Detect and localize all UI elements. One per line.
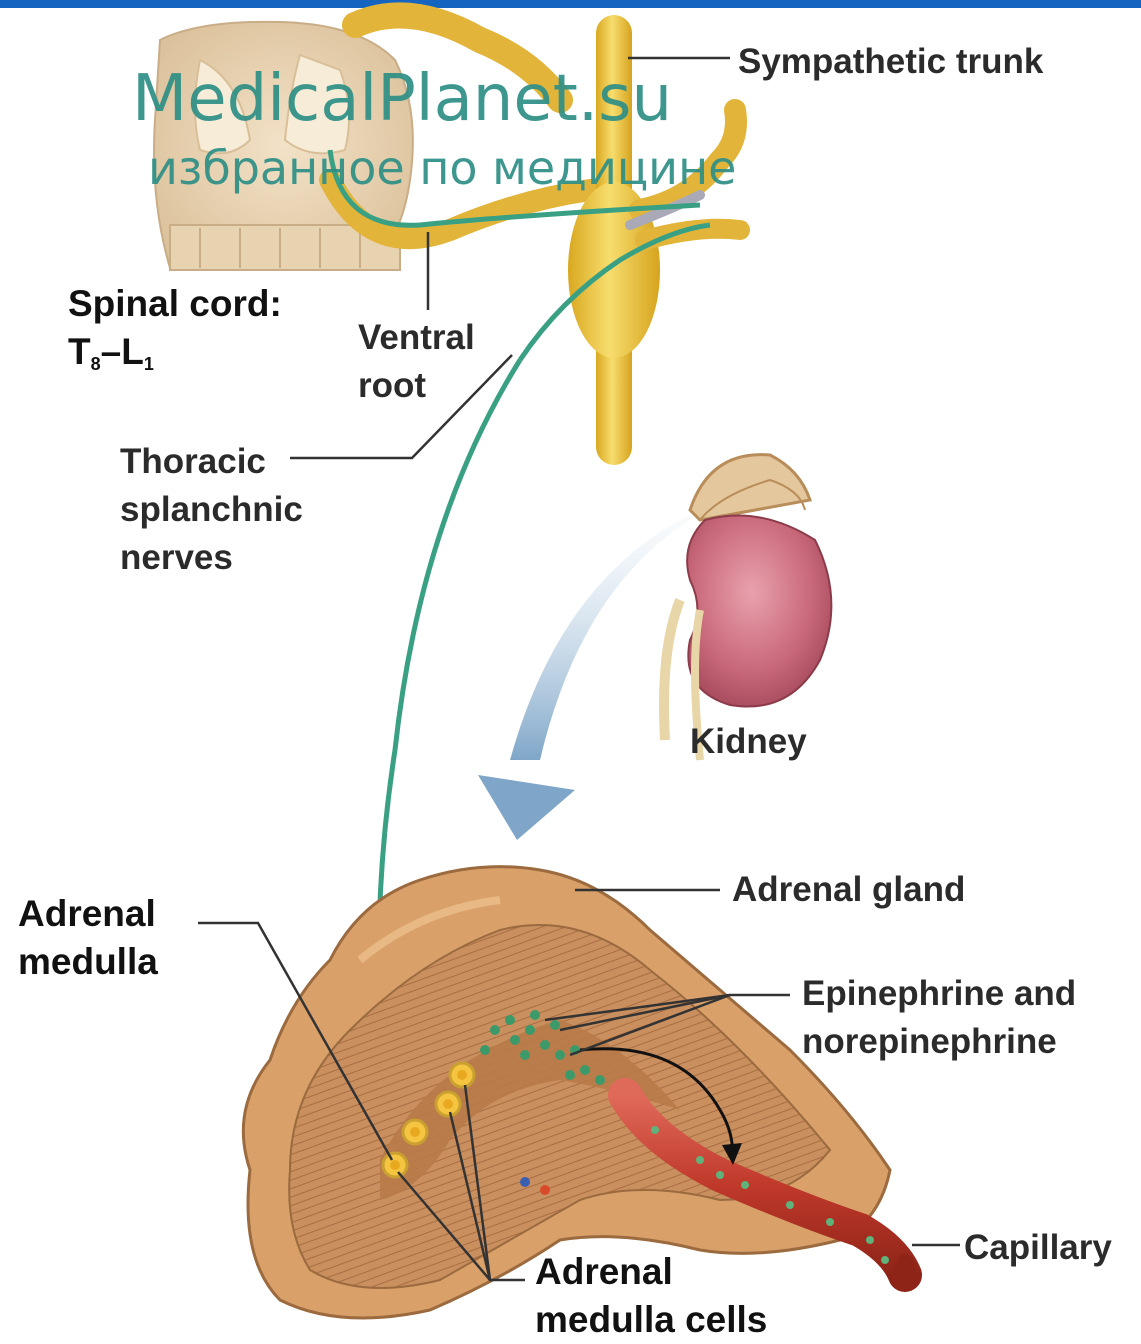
blood-cell-red	[540, 1185, 550, 1195]
label-spinal-cord: Spinal cord: T8–L1	[68, 280, 282, 388]
label-sympathetic-trunk: Sympathetic trunk	[738, 38, 1043, 86]
watermark-site: MedicalPlanet.su	[132, 62, 672, 136]
blood-cell-blue	[520, 1177, 530, 1187]
label-adrenal-gland: Adrenal gland	[732, 866, 965, 914]
magnification-arrow	[478, 515, 690, 840]
spinal-cord-line1: Spinal cord:	[68, 283, 282, 324]
top-bar	[0, 0, 1141, 8]
kidney-illustration	[664, 455, 831, 760]
spinal-cord-segments: T8–L1	[68, 331, 154, 372]
label-capillary: Capillary	[964, 1224, 1112, 1272]
watermark-tagline: избранное по медицине	[148, 140, 736, 196]
label-kidney: Kidney	[690, 718, 807, 766]
